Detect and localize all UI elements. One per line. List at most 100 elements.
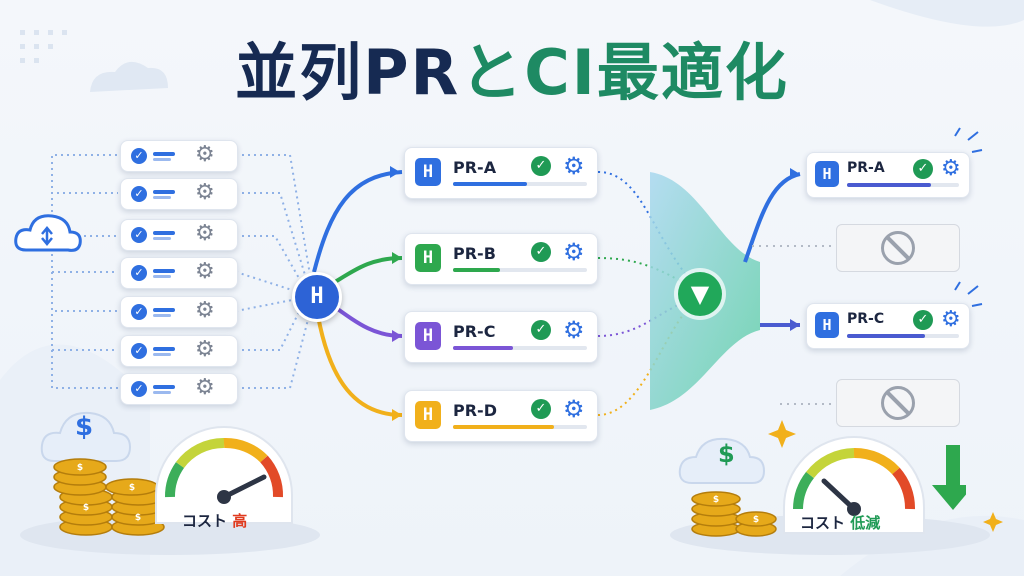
pr-card[interactable]: H PR-D ✓ ⚙ [404,390,598,442]
cost-low-label: コスト 低減 [800,512,880,533]
gear-icon: ⚙ [195,375,215,400]
cost-level-low: 低減 [850,514,881,532]
check-icon: ✓ [131,304,147,320]
cost-high-label: コスト 高 [182,510,247,531]
branch-icon: H [415,244,441,272]
dollar-icon: $ [718,440,735,468]
check-icon: ✓ [531,156,551,176]
svg-text:$: $ [129,483,135,493]
output-progress-fill [847,183,931,187]
pr-progress-fill [453,425,554,429]
pr-label: PR-C [453,322,496,341]
task-bar [153,314,171,317]
prohibited-icon [881,231,915,265]
prohibited-icon [881,386,915,420]
task-bar [153,196,171,199]
branch-icon: H [415,158,441,186]
gear-icon: ⚙ [195,259,215,284]
task-bar [153,353,171,356]
task-bar [153,308,175,312]
gear-icon: ⚙ [195,221,215,246]
task-bar [153,237,171,240]
task-bar [153,190,175,194]
svg-text:$: $ [83,503,89,513]
task-bar [153,158,171,161]
output-progress-track [847,334,959,338]
source-task-card: ✓⚙ [120,296,238,328]
cost-low-illustration: $$ [678,436,966,537]
branch-icon: H [415,322,441,350]
pr-card[interactable]: H PR-B ✓ ⚙ [404,233,598,285]
output-progress-track [847,183,959,187]
task-bar [153,275,171,278]
check-icon: ✓ [131,343,147,359]
gear-icon: ⚙ [563,238,585,266]
check-icon: ✓ [131,186,147,202]
task-bar [153,231,175,235]
cost-level-high: 高 [232,512,248,530]
source-task-card: ✓⚙ [120,373,238,405]
task-bar [153,391,171,394]
gear-icon: ⚙ [941,307,961,332]
title-part-2: とCI最適化 [460,36,789,109]
task-bar [153,269,175,273]
pr-progress-fill [453,346,514,350]
gear-icon: ⚙ [563,395,585,423]
pr-card[interactable]: H PR-C ✓ ⚙ [404,311,598,363]
cloud-sync-icon [14,214,82,252]
check-icon: ✓ [131,227,147,243]
branch-icon: H [815,312,839,338]
pr-progress-fill [453,182,527,186]
task-bar [153,152,175,156]
source-task-card: ✓⚙ [120,257,238,289]
check-icon: ✓ [131,381,147,397]
pr-progress-track [453,346,587,350]
source-task-card: ✓⚙ [120,219,238,251]
pr-card[interactable]: H PR-A ✓ ⚙ [404,147,598,199]
pr-progress-track [453,182,587,186]
task-bar [153,347,175,351]
blocked-slot [836,379,960,427]
blocked-slot [836,224,960,272]
pr-progress-fill [453,268,500,272]
source-task-card: ✓⚙ [120,140,238,172]
gear-icon: ⚙ [941,156,961,181]
cost-high-illustration: $ $ $ $ [40,411,293,536]
gear-icon: ⚙ [195,142,215,167]
cost-label-text: コスト [182,512,228,530]
gear-icon: ⚙ [195,180,215,205]
gear-icon: ⚙ [563,316,585,344]
branch-icon: H [415,401,441,429]
source-task-card: ✓⚙ [120,178,238,210]
pr-label: PR-D [453,401,497,420]
source-task-card: ✓⚙ [120,335,238,367]
check-icon: ✓ [131,148,147,164]
cost-label-text: コスト [800,514,846,532]
gear-icon: ⚙ [563,152,585,180]
svg-text:$: $ [753,515,759,525]
check-icon: ✓ [913,159,933,179]
pr-label: PR-B [453,244,496,263]
branch-icon: H [815,161,839,187]
svg-text:$: $ [135,513,141,523]
title-part-1: 並列PR [235,36,461,109]
svg-text:$: $ [713,495,719,505]
dollar-icon: $ [75,412,94,442]
output-pr-label: PR-C [847,311,885,327]
task-bar [153,385,175,389]
check-icon: ✓ [131,265,147,281]
filter-icon: ▼ [678,272,722,316]
pr-progress-track [453,425,587,429]
pr-progress-track [453,268,587,272]
check-icon: ✓ [531,242,551,262]
pr-label: PR-A [453,158,497,177]
gear-icon: ⚙ [195,337,215,362]
output-pr-card[interactable]: H PR-C ✓ ⚙ [806,303,970,349]
check-icon: ✓ [531,320,551,340]
output-progress-fill [847,334,926,338]
check-icon: ✓ [531,399,551,419]
check-icon: ✓ [913,310,933,330]
svg-text:$: $ [77,463,83,473]
